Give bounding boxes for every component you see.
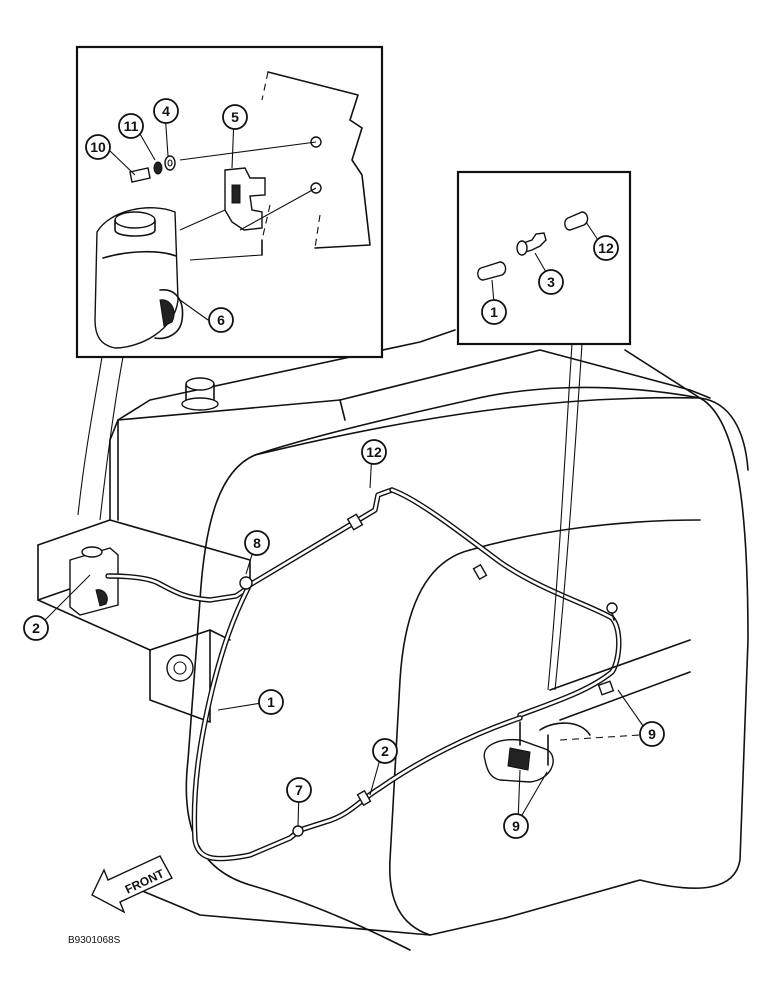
inset-leaders [77, 343, 583, 691]
callout-4: 4 [153, 98, 179, 124]
callout-11: 11 [118, 113, 144, 139]
svg-text:12: 12 [366, 444, 382, 460]
reservoir-inset [75, 45, 384, 359]
svg-text:8: 8 [253, 535, 261, 551]
svg-text:2: 2 [381, 743, 389, 759]
callout-3: 3 [538, 269, 564, 295]
svg-text:3: 3 [547, 274, 555, 290]
callout-12: 12 [361, 439, 387, 465]
svg-text:2: 2 [32, 620, 40, 636]
tank-box [109, 377, 346, 521]
washer-hose [105, 487, 622, 862]
callout-1: 1 [258, 689, 284, 715]
callout-7: 7 [286, 777, 312, 803]
svg-text:10: 10 [90, 139, 106, 155]
callout-12-inset: 12 [593, 235, 619, 261]
callout-5: 5 [222, 104, 248, 130]
svg-text:5: 5 [231, 109, 239, 125]
svg-text:1: 1 [267, 694, 275, 710]
callout-1-inset: 1 [481, 299, 507, 325]
svg-text:4: 4 [162, 103, 170, 119]
svg-text:11: 11 [124, 118, 139, 134]
callout-8: 8 [244, 530, 270, 556]
svg-text:6: 6 [217, 312, 225, 328]
callout-9-bottom: 9 [503, 813, 529, 839]
svg-text:7: 7 [295, 782, 303, 798]
svg-text:9: 9 [512, 818, 520, 834]
svg-text:12: 12 [598, 240, 614, 256]
callout-9-right: 9 [639, 721, 665, 747]
front-direction-arrow: FRONT [91, 855, 173, 914]
callout-2: 2 [372, 738, 398, 764]
callout-10: 10 [85, 134, 111, 160]
callout-2-left: 2 [23, 615, 49, 641]
callout-6: 6 [208, 307, 234, 333]
figure-id: B9301068S [68, 935, 121, 946]
svg-text:1: 1 [490, 304, 498, 320]
nozzle-assembly [483, 639, 691, 783]
svg-text:9: 9 [648, 726, 656, 742]
reservoir-mount [37, 519, 251, 723]
